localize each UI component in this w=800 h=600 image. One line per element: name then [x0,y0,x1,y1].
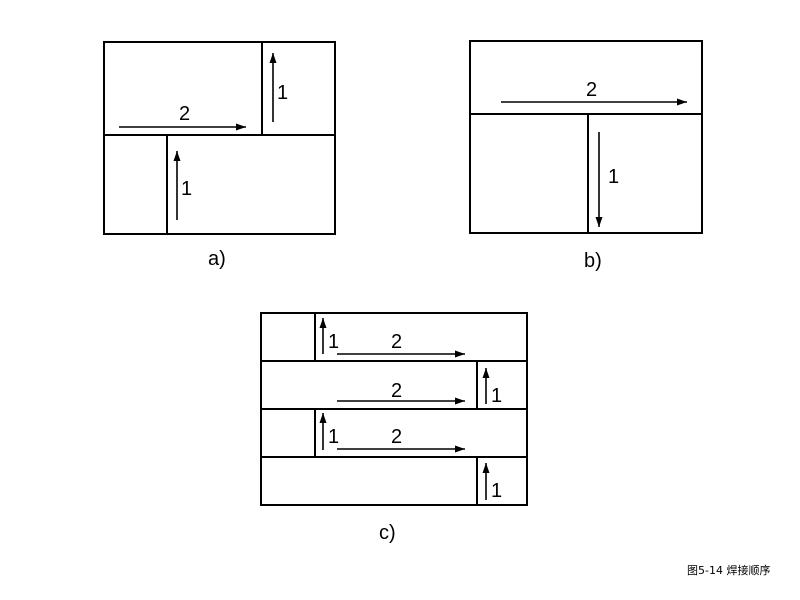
panel-c-row2-seq-vertical: 1 [491,385,502,407]
panel-b-outline [469,40,703,234]
panel-c-row4-seq-vertical: 1 [491,480,502,502]
panel-a-outline [103,41,336,235]
panel-a-arrows [119,53,277,220]
panel-a-seq-upper: 1 [277,82,288,104]
panel-c-label: c) [379,522,396,544]
panel-c-row1-seq-vertical: 1 [328,331,339,353]
figure-caption: 图5-14 焊接顺序 [687,564,771,577]
panel-b-seq-horizontal: 2 [586,79,597,101]
panel-a-seq-lower: 1 [181,178,192,200]
panel-c-row3-seq-horizontal: 2 [391,426,402,448]
panel-c-arrows [319,318,490,500]
panel-b-label: b) [584,250,602,272]
panel-b-arrows [501,98,687,227]
panel-c-row1-seq-horizontal: 2 [391,331,402,353]
panel-a [103,41,336,235]
panel-c-row2-seq-horizontal: 2 [391,380,402,402]
panel-b [469,40,703,234]
panel-c [260,312,528,506]
panel-a-label: a) [208,248,226,270]
panel-a-seq-horizontal: 2 [179,103,190,125]
panel-b-seq-vertical: 1 [608,166,619,188]
panel-c-row3-seq-vertical: 1 [328,426,339,448]
